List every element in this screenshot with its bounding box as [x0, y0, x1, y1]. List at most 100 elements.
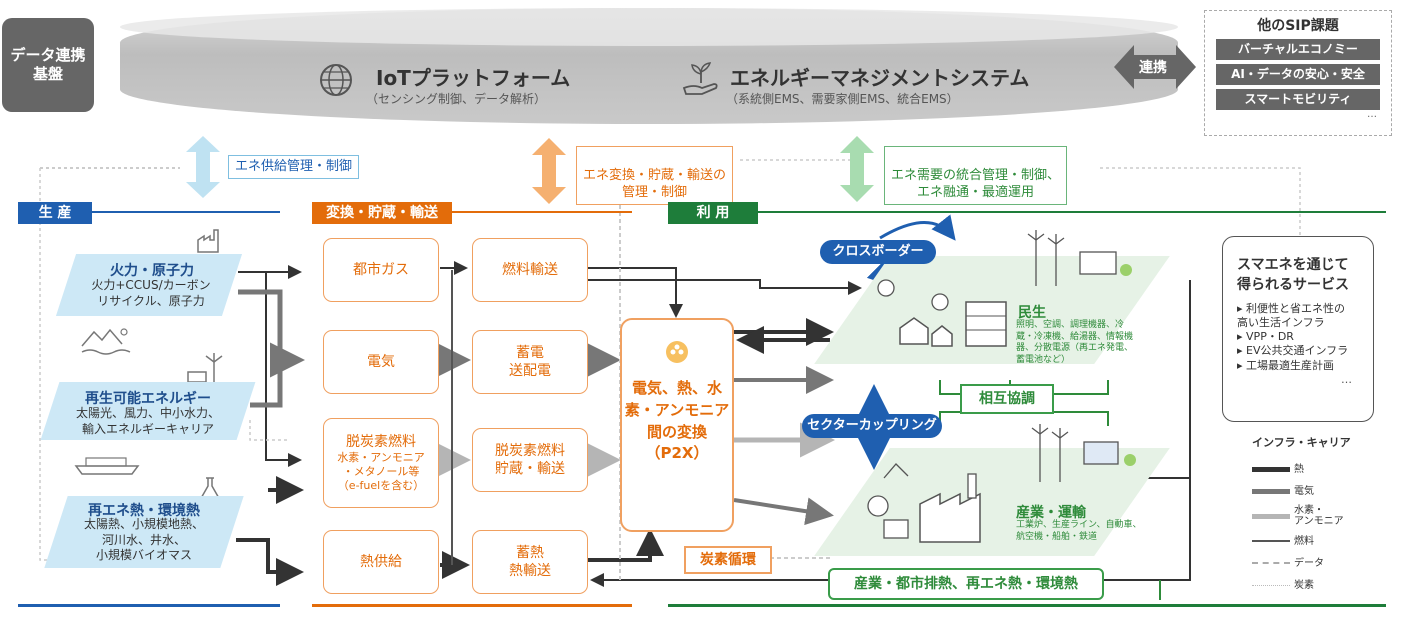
sip-more: … [1367, 109, 1377, 120]
industrial-sub: 工業炉、生産ライン、自動車、 航空機・船舶・鉄道 [1016, 520, 1142, 542]
conv-decarbonized-fuel-sub: 水素・アンモニア ・メタノール等 （e-fuelを含む） [337, 451, 425, 492]
cross-border-label: クロスボーダー [820, 240, 936, 264]
demand-control-label: エネ需要の統合管理・制御、 エネ融通・最適運用 [884, 146, 1068, 205]
data-hub-label: データ連携 基盤 [10, 46, 86, 83]
p2x-label: 電気、熱、水 素・アンモニア 間の変換 （P2X） [624, 379, 730, 463]
conv-electricity: 電気 [323, 330, 439, 394]
conv-storage-grid: 蓄電 送配電 [472, 330, 588, 394]
legend-item-heat: 熱 [1252, 458, 1392, 480]
services-title: スマエネを通じて 得られるサービス [1237, 257, 1349, 294]
p2x-icon [622, 340, 732, 368]
service-item: ▸ EV公共交通インフラ [1237, 344, 1349, 358]
supply-control-arrow [186, 136, 220, 198]
legend: インフラ・キャリア 熱 電気 水素・ アンモニア 燃料 データ 炭素 [1252, 434, 1392, 596]
service-item-text: 工場最適生産計画 [1246, 358, 1335, 372]
iot-subtitle: （センシング制御、データ解析） [366, 92, 547, 106]
carbon-cycle-box: 炭素循環 [684, 546, 772, 574]
link-label: 連携 [1139, 60, 1167, 76]
legend-label-fuel: 燃料 [1294, 535, 1314, 547]
wind-solar-icon [1020, 226, 1140, 286]
source-renewable-title: 再生可能エネルギー [85, 391, 211, 407]
ems-subtitle: （系統側EMS、需要家側EMS、統合EMS） [726, 92, 959, 106]
waste-heat-box: 産業・都市排熱、再エネ熱・環境熱 [828, 568, 1104, 600]
service-item-text: 利便性と省エネ性の 高い生活インフラ [1237, 301, 1346, 329]
residential-sub: 照明、空調、調理機器、冷 蔵・冷凍機、給湯器、情報機 器、分散電源（再エネ発電、… [1016, 320, 1134, 366]
ship-icon [72, 452, 142, 478]
service-item: ▸ 工場最適生産計画 [1237, 358, 1335, 372]
supply-control-label: エネ供給管理・制御 [228, 155, 360, 179]
service-item: ▸ VPP・DR [1237, 330, 1294, 344]
source-heat-sub: 太陽熱、小規模地熱、 河川水、井水、 小規模バイオマス [83, 517, 204, 563]
production-top-rule [92, 211, 280, 213]
section-usage: 利 用 [668, 202, 758, 224]
conv-heat-storage-label: 蓄熱 熱輸送 [509, 544, 551, 579]
legend-swatch-electric [1252, 488, 1290, 494]
legend-title: インフラ・キャリア [1252, 436, 1351, 449]
conv-city-gas: 都市ガス [323, 238, 439, 302]
sector-coupling-label: セクターカップリング [802, 414, 942, 438]
legend-item-data: データ [1252, 552, 1392, 574]
legend-swatch-heat [1252, 466, 1290, 472]
p2x-box: 電気、熱、水 素・アンモニア 間の変換 （P2X） [620, 318, 734, 532]
services-more: … [1341, 373, 1352, 387]
residential-title: 民生 [1018, 305, 1046, 321]
service-item-text: VPP・DR [1246, 330, 1294, 344]
sip-item-virtual-economy: バーチャルエコノミー [1216, 39, 1380, 60]
legend-label-electric: 電気 [1294, 485, 1314, 497]
other-sip-box: 他のSIP課題 バーチャルエコノミー AI・データの安心・安全 スマートモビリテ… [1204, 10, 1392, 136]
production-bottom-rule [18, 604, 280, 607]
conversion-control-label: エネ変換・貯蔵・輸送の 管理・制御 [576, 146, 734, 205]
sip-item-smart-mobility: スマートモビリティ [1216, 89, 1380, 110]
ems-title: エネルギーマネジメントシステム [730, 66, 1030, 90]
source-heat-title: 再エネ熱・環境熱 [88, 503, 200, 519]
globe-icon [316, 60, 356, 100]
source-thermal-sub: 火力+CCUS/カーボン リサイクル、原子力 [91, 278, 211, 308]
conv-heat-storage: 蓄熱 熱輸送 [472, 530, 588, 594]
data-hub-box: データ連携 基盤 [2, 18, 94, 112]
demand-control-arrow [840, 136, 874, 202]
industrial-energy-icon [1026, 418, 1146, 482]
legend-label-data: データ [1294, 557, 1324, 569]
services-box: スマエネを通じて 得られるサービス ▸ 利便性と省エネ性の 高い生活インフラ ▸… [1222, 236, 1374, 422]
conversion-bottom-rule [312, 604, 632, 607]
legend-swatch-fuel [1252, 540, 1290, 542]
source-thermal-title: 火力・原子力 [110, 263, 194, 279]
hand-plant-icon [680, 58, 722, 100]
section-conversion: 変換・貯蔵・輸送 [312, 202, 452, 224]
legend-item-fuel: 燃料 [1252, 530, 1392, 552]
conversion-top-rule [452, 211, 632, 213]
sip-item-ai-data: AI・データの安心・安全 [1216, 64, 1380, 85]
conv-fuel-storage: 脱炭素燃料 貯蔵・輸送 [472, 428, 588, 492]
conv-decarbonized-fuel-label: 脱炭素燃料 [346, 434, 416, 451]
legend-item-electric: 電気 [1252, 480, 1392, 502]
conv-city-gas-label: 都市ガス [353, 261, 409, 278]
legend-swatch-carbon [1252, 584, 1290, 586]
usage-bottom-rule [668, 604, 1386, 607]
service-item-text: EV公共交通インフラ [1246, 344, 1349, 358]
legend-swatch-hydrogen [1252, 513, 1290, 519]
conv-storage-grid-label: 蓄電 送配電 [509, 344, 551, 379]
solar-wind-icon [186, 352, 226, 386]
sip-title: 他のSIP課題 [1257, 18, 1339, 34]
conv-fuel-transport: 燃料輸送 [472, 238, 588, 302]
power-plant-icon [196, 226, 224, 254]
legend-label-hydrogen: 水素・ アンモニア [1294, 505, 1344, 527]
conv-decarbonized-fuel: 脱炭素燃料 水素・アンモニア ・メタノール等 （e-fuelを含む） [323, 418, 439, 508]
conv-electricity-label: 電気 [367, 353, 395, 370]
conv-fuel-transport-label: 燃料輸送 [502, 261, 558, 278]
iot-title: IoTプラットフォーム [376, 66, 571, 90]
legend-item-carbon: 炭素 [1252, 574, 1392, 596]
legend-label-carbon: 炭素 [1294, 579, 1314, 591]
legend-label-heat: 熱 [1294, 463, 1304, 475]
link-arrow: 連携 [1114, 42, 1196, 92]
conversion-control-text: エネ変換・貯蔵・輸送の 管理・制御 [583, 167, 727, 201]
usage-top-rule [758, 211, 1386, 213]
legend-item-hydrogen: 水素・ アンモニア [1252, 502, 1392, 530]
industrial-title: 産業・運輸 [1016, 505, 1086, 521]
mountain-water-icon [80, 326, 134, 358]
conversion-control-arrow [532, 138, 566, 204]
demand-control-text: エネ需要の統合管理・制御、 エネ融通・最適運用 [891, 167, 1061, 201]
conv-heat-supply-label: 熱供給 [360, 553, 402, 570]
conv-heat-supply: 熱供給 [323, 530, 439, 594]
